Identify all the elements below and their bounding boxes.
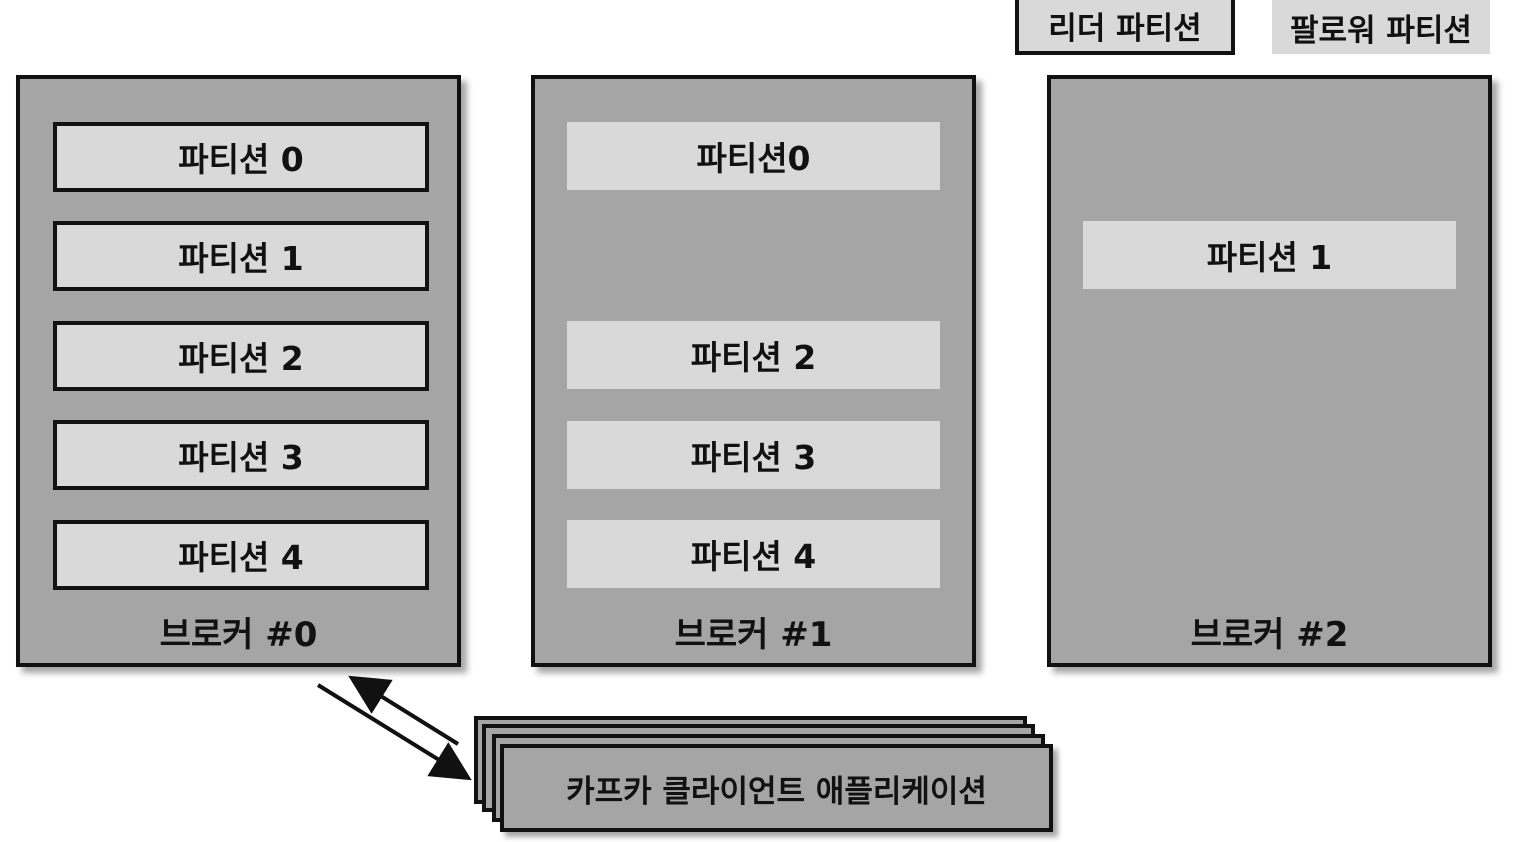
broker-0-label: 브로커 #0	[159, 615, 318, 655]
legend-follower-partition: 팔로워 파티션	[1272, 0, 1490, 54]
arrow-to-broker	[348, 675, 460, 746]
broker-2: 파티션 1 브로커 #2	[1047, 75, 1492, 667]
broker-1-label: 브로커 #1	[674, 615, 833, 655]
broker-0-partition-4: 파티션 4	[53, 520, 429, 590]
broker-0: 파티션 0 파티션 1 파티션 2 파티션 3 파티션 4 브로커 #0	[16, 75, 461, 667]
broker-2-label: 브로커 #2	[1190, 615, 1349, 655]
arrow-to-client	[316, 683, 472, 781]
broker-2-partition-1: 파티션 1	[1083, 221, 1456, 289]
broker-0-partition-3: 파티션 3	[53, 420, 429, 490]
broker-1-partition-0: 파티션0	[567, 122, 940, 190]
broker-1-partition-4: 파티션 4	[567, 520, 940, 588]
broker-0-partition-1: 파티션 1	[53, 221, 429, 291]
broker-1: 파티션0 파티션 2 파티션 3 파티션 4 브로커 #1	[531, 75, 976, 667]
broker-0-partition-0: 파티션 0	[53, 122, 429, 192]
legend-leader-partition: 리더 파티션	[1015, 0, 1235, 55]
broker-1-partition-3: 파티션 3	[567, 421, 940, 489]
client-card-front: 카프카 클라이언트 애플리케이션	[500, 744, 1053, 832]
client-broker-arrows	[316, 675, 472, 781]
kafka-client-application: 카프카 클라이언트 애플리케이션	[472, 716, 1062, 842]
broker-1-partition-2: 파티션 2	[567, 321, 940, 389]
broker-0-partition-2: 파티션 2	[53, 321, 429, 391]
